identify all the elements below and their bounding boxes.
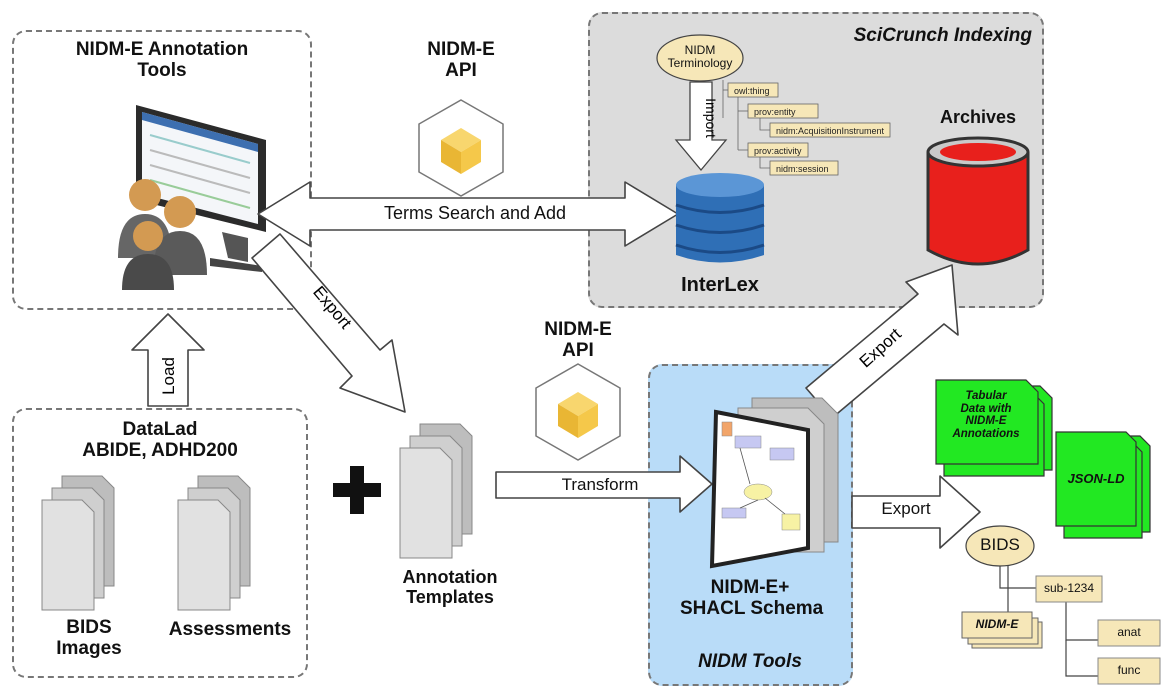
plus-icon (333, 466, 381, 514)
interlex-database-icon (675, 173, 765, 263)
datalad-panel (12, 408, 308, 678)
load-label: Load (159, 357, 178, 395)
bids-root-label: BIDS (980, 535, 1020, 554)
api-cube-icon-top (418, 99, 504, 197)
jsonld-label: JSON-LD (1067, 471, 1125, 486)
assessments-label: Assessments (168, 619, 292, 640)
bids-nidme-docs-icon (961, 611, 1043, 649)
nidm-tools-title: NIDM Tools (698, 651, 802, 672)
archives-cylinder-icon (926, 136, 1030, 266)
schema-label: NIDM-E+ SHACL Schema (680, 577, 824, 619)
bids-nidme-label: NIDM-E (975, 617, 1019, 631)
scicrunch-title: SciCrunch Indexing (853, 25, 1032, 46)
api-top-label: NIDM-E API (427, 39, 495, 81)
assessments-docs-icon (177, 475, 251, 611)
import-arrow (674, 81, 728, 172)
tree-item-3: prov:activity (754, 146, 802, 156)
annotation-templates-docs-icon (399, 423, 473, 559)
datalad-title: DataLad ABIDE, ADHD200 (82, 419, 238, 461)
bids-func-label: func (1117, 663, 1141, 677)
transform-label: Transform (561, 475, 639, 494)
bids-sub-label: sub-1234 (1043, 581, 1095, 595)
monitor-icon (136, 105, 266, 272)
bids-images-docs-icon (41, 475, 115, 611)
annotation-tools-panel (12, 30, 312, 310)
transform-arrow (495, 455, 713, 513)
load-arrow (131, 313, 205, 407)
annotation-templates-label: Annotation Templates (402, 567, 498, 607)
tree-item-0: owl:thing (734, 86, 770, 96)
export-right-label: Export (881, 499, 931, 518)
users-icon (118, 179, 207, 290)
bids-anat-label: anat (1117, 625, 1141, 639)
annotation-tools-title: NIDM-E Annotation Tools (75, 39, 249, 81)
export-to-templates-arrow (251, 233, 406, 413)
terminology-tree (722, 80, 891, 176)
tree-item-2: nidm:AcquisitionInstrument (776, 126, 885, 136)
interlex-label: InterLex (681, 274, 759, 296)
api-cube-icon-bottom (535, 363, 621, 461)
shacl-schema-docs-icon (709, 397, 839, 569)
bids-images-label: BIDS Images (56, 617, 122, 659)
archives-label: Archives (939, 107, 1017, 127)
import-label: Import (703, 98, 719, 138)
jsonld-docs-icon (1055, 431, 1151, 539)
tree-item-4: nidm:session (776, 164, 829, 174)
tabular-data-label: Tabular Data with NIDM-E Annotations (952, 390, 1020, 440)
api-bottom-label: NIDM-E API (544, 319, 612, 361)
tabular-data-docs-icon (935, 379, 1053, 477)
terms-search-label: Terms Search and Add (383, 203, 567, 223)
terminology-label: NIDM Terminology (667, 43, 733, 71)
export-to-bids-arrow (851, 475, 981, 549)
tree-item-1: prov:entity (754, 107, 796, 117)
